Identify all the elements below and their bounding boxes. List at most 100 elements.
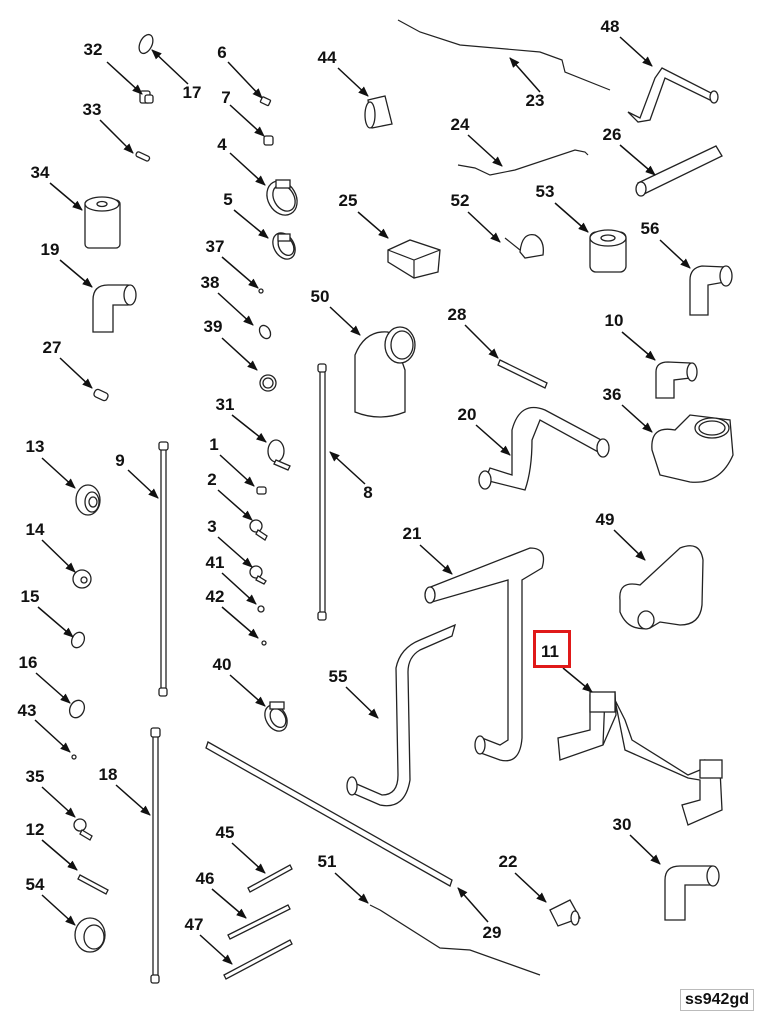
callout-label-35[interactable]: 35 xyxy=(26,767,45,786)
callout-label-31[interactable]: 31 xyxy=(216,395,235,414)
part-46-rod[interactable] xyxy=(227,904,291,940)
part-49-formed-hose[interactable] xyxy=(619,545,704,630)
callout-label-54[interactable]: 54 xyxy=(26,875,45,894)
part-14-grommet[interactable] xyxy=(72,569,92,589)
part-37-screw[interactable] xyxy=(258,288,264,294)
part-45-rod[interactable] xyxy=(247,864,293,893)
callout-label-43[interactable]: 43 xyxy=(18,701,37,720)
part-7-nut[interactable] xyxy=(263,135,274,146)
callout-label-28[interactable]: 28 xyxy=(448,305,467,324)
part-30-elbow-hose[interactable] xyxy=(664,865,720,921)
part-54-grommet[interactable] xyxy=(74,917,106,953)
callout-label-3[interactable]: 3 xyxy=(207,517,216,536)
part-44-sleeve[interactable] xyxy=(364,95,393,129)
part-16-washer[interactable] xyxy=(67,698,87,720)
callout-label-12[interactable]: 12 xyxy=(26,820,45,839)
part-34-spacer[interactable] xyxy=(84,196,121,249)
part-20-formed-hose[interactable] xyxy=(478,406,610,491)
part-43-o-ring[interactable] xyxy=(71,754,77,760)
callout-label-51[interactable]: 51 xyxy=(318,852,337,871)
part-4-hose-clamp[interactable] xyxy=(261,175,303,220)
callout-label-14[interactable]: 14 xyxy=(26,520,45,539)
callout-label-23[interactable]: 23 xyxy=(526,91,545,110)
part-21-formed-hose[interactable] xyxy=(424,547,545,762)
callout-label-50[interactable]: 50 xyxy=(311,287,330,306)
callout-label-45[interactable]: 45 xyxy=(216,823,235,842)
callout-label-15[interactable]: 15 xyxy=(21,587,40,606)
part-18-brake-line[interactable] xyxy=(150,727,161,984)
part-33-screw[interactable] xyxy=(135,151,151,162)
callout-label-34[interactable]: 34 xyxy=(31,163,50,182)
callout-label-38[interactable]: 38 xyxy=(201,273,220,292)
part-27-plug[interactable] xyxy=(93,388,109,402)
callout-label-2[interactable]: 2 xyxy=(207,470,216,489)
callout-label-37[interactable]: 37 xyxy=(206,237,225,256)
callout-label-47[interactable]: 47 xyxy=(185,915,204,934)
part-41-nut[interactable] xyxy=(257,605,265,613)
part-52-clip[interactable] xyxy=(504,233,544,259)
part-50-large-elbow[interactable] xyxy=(354,326,416,418)
callout-label-21[interactable]: 21 xyxy=(403,524,422,543)
part-10-elbow-hose[interactable] xyxy=(655,361,698,399)
part-47-rod[interactable] xyxy=(223,939,293,980)
callout-label-40[interactable]: 40 xyxy=(213,655,232,674)
callout-label-11[interactable]: 11 xyxy=(541,642,559,661)
part-48-formed-hose[interactable] xyxy=(627,67,719,123)
callout-label-17[interactable]: 17 xyxy=(183,83,202,102)
part-2-p-clamp[interactable] xyxy=(249,519,268,541)
callout-label-56[interactable]: 56 xyxy=(641,219,660,238)
callout-label-9[interactable]: 9 xyxy=(115,451,124,470)
callout-label-42[interactable]: 42 xyxy=(206,587,225,606)
callout-label-16[interactable]: 16 xyxy=(19,653,38,672)
part-35-p-clamp[interactable] xyxy=(73,818,93,841)
callout-label-52[interactable]: 52 xyxy=(451,191,470,210)
callout-label-18[interactable]: 18 xyxy=(99,765,118,784)
callout-label-10[interactable]: 10 xyxy=(605,311,624,330)
callout-label-20[interactable]: 20 xyxy=(458,405,477,424)
callout-label-19[interactable]: 19 xyxy=(41,240,60,259)
callout-label-44[interactable]: 44 xyxy=(318,48,337,67)
part-29-long-tube[interactable] xyxy=(205,741,453,887)
callout-label-48[interactable]: 48 xyxy=(601,17,620,36)
part-38-clamp[interactable] xyxy=(257,323,273,340)
callout-label-4[interactable]: 4 xyxy=(217,135,227,154)
part-26-hose[interactable] xyxy=(635,145,723,197)
part-53-spacer[interactable] xyxy=(589,229,627,273)
part-42-nut[interactable] xyxy=(261,640,267,646)
part-17-washer[interactable] xyxy=(136,32,155,55)
callout-label-33[interactable]: 33 xyxy=(83,100,102,119)
part-28-pin[interactable] xyxy=(497,359,548,389)
part-13-grommet[interactable] xyxy=(75,484,101,516)
callout-label-53[interactable]: 53 xyxy=(536,182,555,201)
callout-label-26[interactable]: 26 xyxy=(603,125,622,144)
callout-label-36[interactable]: 36 xyxy=(603,385,622,404)
callout-label-32[interactable]: 32 xyxy=(84,40,103,59)
callout-label-39[interactable]: 39 xyxy=(204,317,223,336)
part-22-connector[interactable] xyxy=(549,899,581,927)
callout-label-24[interactable]: 24 xyxy=(451,115,470,134)
part-19-elbow-hose[interactable] xyxy=(92,284,137,333)
callout-label-46[interactable]: 46 xyxy=(196,869,215,888)
callout-label-8[interactable]: 8 xyxy=(363,483,372,502)
callout-label-55[interactable]: 55 xyxy=(329,667,348,686)
part-40-hose-clamp[interactable] xyxy=(260,701,291,735)
part-24-formed-wire[interactable] xyxy=(457,149,589,176)
callout-label-49[interactable]: 49 xyxy=(596,510,615,529)
callout-label-27[interactable]: 27 xyxy=(43,338,62,357)
part-31-p-clamp[interactable] xyxy=(267,439,291,471)
part-39-clamp[interactable] xyxy=(259,374,277,392)
part-1-clip[interactable] xyxy=(256,486,267,495)
part-25-bracket[interactable] xyxy=(387,239,441,279)
callout-label-7[interactable]: 7 xyxy=(221,88,230,107)
part-5-hose-clamp[interactable] xyxy=(268,229,299,263)
part-11-support-bracket[interactable] xyxy=(557,691,723,826)
part-8-brake-line[interactable] xyxy=(317,363,327,621)
part-23-formed-tube[interactable] xyxy=(397,19,611,91)
part-9-brake-line[interactable] xyxy=(158,441,169,697)
part-15-washer[interactable] xyxy=(69,630,87,650)
callout-label-30[interactable]: 30 xyxy=(613,815,632,834)
part-3-p-clamp[interactable] xyxy=(249,565,267,585)
callout-label-5[interactable]: 5 xyxy=(223,190,232,209)
callout-label-41[interactable]: 41 xyxy=(206,553,225,572)
part-12-pin[interactable] xyxy=(77,874,109,895)
